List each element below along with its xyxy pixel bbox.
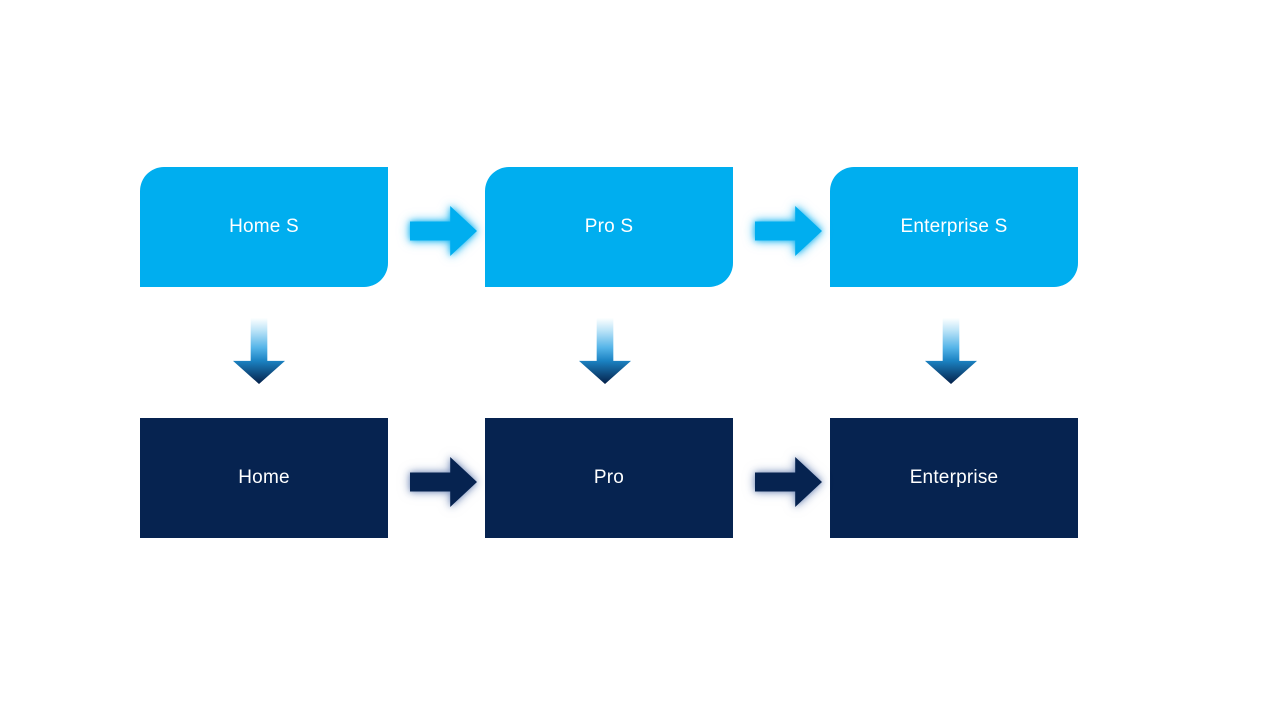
down-arrow-icon	[233, 318, 285, 384]
node-home-s: Home S	[140, 167, 388, 287]
node-enterprise: Enterprise	[830, 418, 1078, 538]
down-arrow-icon	[925, 318, 977, 384]
node-pro-s-label: Pro S	[584, 216, 634, 237]
node-pro: Pro	[485, 418, 733, 538]
node-pro-label: Pro	[593, 467, 625, 488]
right-arrow-shape	[410, 206, 477, 256]
node-home-label: Home	[238, 467, 290, 488]
right-arrow-icon	[410, 457, 477, 507]
node-enterprise-s: Enterprise S	[830, 167, 1078, 287]
node-enterprise-s-label: Enterprise S	[900, 216, 1008, 237]
right-arrow-shape	[755, 206, 822, 256]
right-arrow-shape	[755, 457, 822, 507]
node-home-s-label: Home S	[229, 216, 299, 237]
right-arrow-icon	[410, 206, 477, 256]
right-arrow-icon	[755, 457, 822, 507]
node-home: Home	[140, 418, 388, 538]
right-arrow-shape	[410, 457, 477, 507]
node-pro-s: Pro S	[485, 167, 733, 287]
node-enterprise-label: Enterprise	[909, 467, 999, 488]
right-arrow-icon	[755, 206, 822, 256]
down-arrow-icon	[579, 318, 631, 384]
